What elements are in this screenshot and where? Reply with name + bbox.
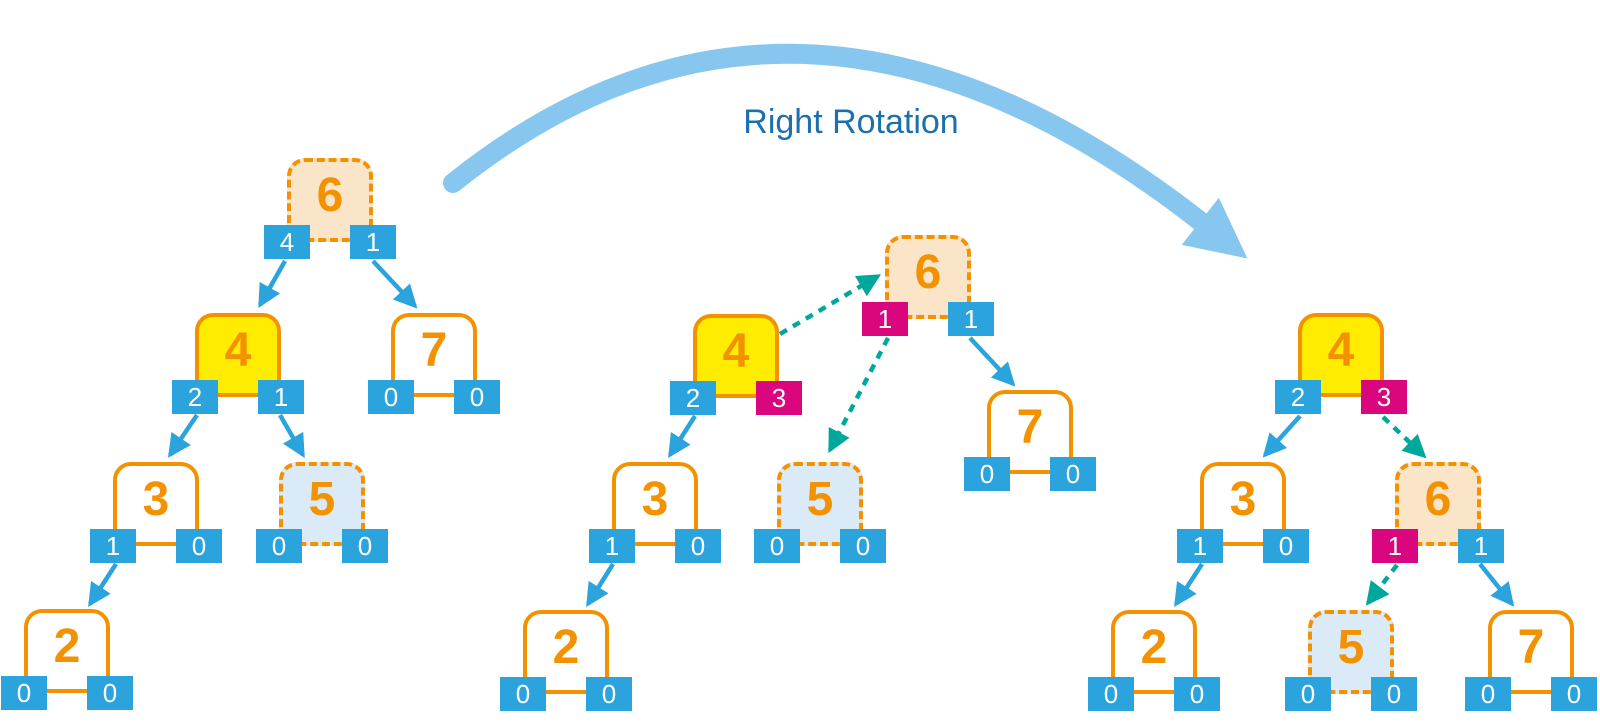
- left-height-badge: 1: [1372, 529, 1418, 563]
- left-height-badge: 0: [1285, 677, 1331, 711]
- left-height-badge: 1: [1177, 529, 1223, 563]
- node-value: 2: [53, 619, 81, 673]
- right-height-badge: 0: [454, 380, 500, 414]
- child-pointer-arrow: [168, 413, 199, 458]
- node-box: [287, 158, 373, 242]
- right-height-badge: 0: [840, 529, 886, 563]
- left-height-badge: 0: [500, 677, 546, 711]
- node-value: 5: [308, 472, 336, 526]
- node-value: 2: [552, 620, 580, 674]
- node-value: 2: [1140, 620, 1168, 674]
- child-pointer-arrow: [1174, 562, 1204, 607]
- right-height-badge: 0: [176, 529, 222, 563]
- node-value: 3: [1229, 472, 1257, 526]
- right-height-badge: 1: [1458, 529, 1504, 563]
- right-height-badge: 3: [756, 381, 802, 415]
- right-height-badge: 0: [1263, 529, 1309, 563]
- left-height-badge: 2: [172, 380, 218, 414]
- left-height-badge: 0: [1, 676, 47, 710]
- right-height-badge: 0: [342, 529, 388, 563]
- child-pointer-arrow: [1478, 562, 1515, 607]
- child-pointer-arrow: [968, 336, 1016, 387]
- node-value: 5: [1337, 620, 1365, 674]
- left-height-badge: 2: [670, 381, 716, 415]
- right-height-badge: 0: [586, 677, 632, 711]
- child-pointer-arrow: [258, 259, 287, 309]
- child-pointer-arrow: [668, 414, 697, 458]
- left-height-badge: 1: [589, 529, 635, 563]
- child-pointer-arrow: [371, 259, 418, 309]
- right-height-badge: 0: [87, 676, 133, 710]
- left-height-badge: 0: [1088, 677, 1134, 711]
- left-height-badge: 1: [90, 529, 136, 563]
- left-height-badge: 0: [1465, 677, 1511, 711]
- right-height-badge: 0: [1371, 677, 1417, 711]
- node-value: 4: [1327, 323, 1355, 377]
- left-height-badge: 0: [754, 529, 800, 563]
- node-value: 6: [914, 245, 942, 299]
- child-pointer-arrow: [88, 562, 118, 607]
- node-value: 3: [142, 472, 170, 526]
- right-height-badge: 0: [1050, 457, 1096, 491]
- right-height-badge: 3: [1361, 380, 1407, 414]
- child-pointer-arrow: [586, 562, 615, 607]
- relink-arrow: [1365, 563, 1399, 606]
- right-height-badge: 1: [258, 380, 304, 414]
- node-value: 7: [1016, 400, 1044, 454]
- relink-arrow: [1381, 415, 1427, 459]
- diagram-title: Right Rotation: [743, 103, 959, 141]
- node-value: 4: [224, 323, 252, 377]
- right-height-badge: 1: [350, 225, 396, 259]
- right-height-badge: 0: [1174, 677, 1220, 711]
- child-pointer-arrow: [1262, 414, 1302, 458]
- node-value: 5: [806, 472, 834, 526]
- node-value: 7: [1517, 620, 1545, 674]
- right-height-badge: 1: [948, 302, 994, 336]
- right-height-badge: 0: [675, 529, 721, 563]
- node-value: 4: [722, 324, 750, 378]
- left-height-badge: 0: [256, 529, 302, 563]
- left-height-badge: 2: [1275, 380, 1321, 414]
- node-value: 7: [420, 323, 448, 377]
- node-value: 3: [641, 472, 669, 526]
- relink-arrow: [828, 336, 890, 454]
- left-height-badge: 0: [964, 457, 1010, 491]
- child-pointer-arrow: [278, 413, 305, 459]
- left-height-badge: 4: [264, 225, 310, 259]
- left-height-badge: 1: [862, 302, 908, 336]
- right-height-badge: 0: [1551, 677, 1597, 711]
- node-value: 6: [316, 168, 344, 222]
- left-height-badge: 0: [368, 380, 414, 414]
- node-value: 6: [1424, 472, 1452, 526]
